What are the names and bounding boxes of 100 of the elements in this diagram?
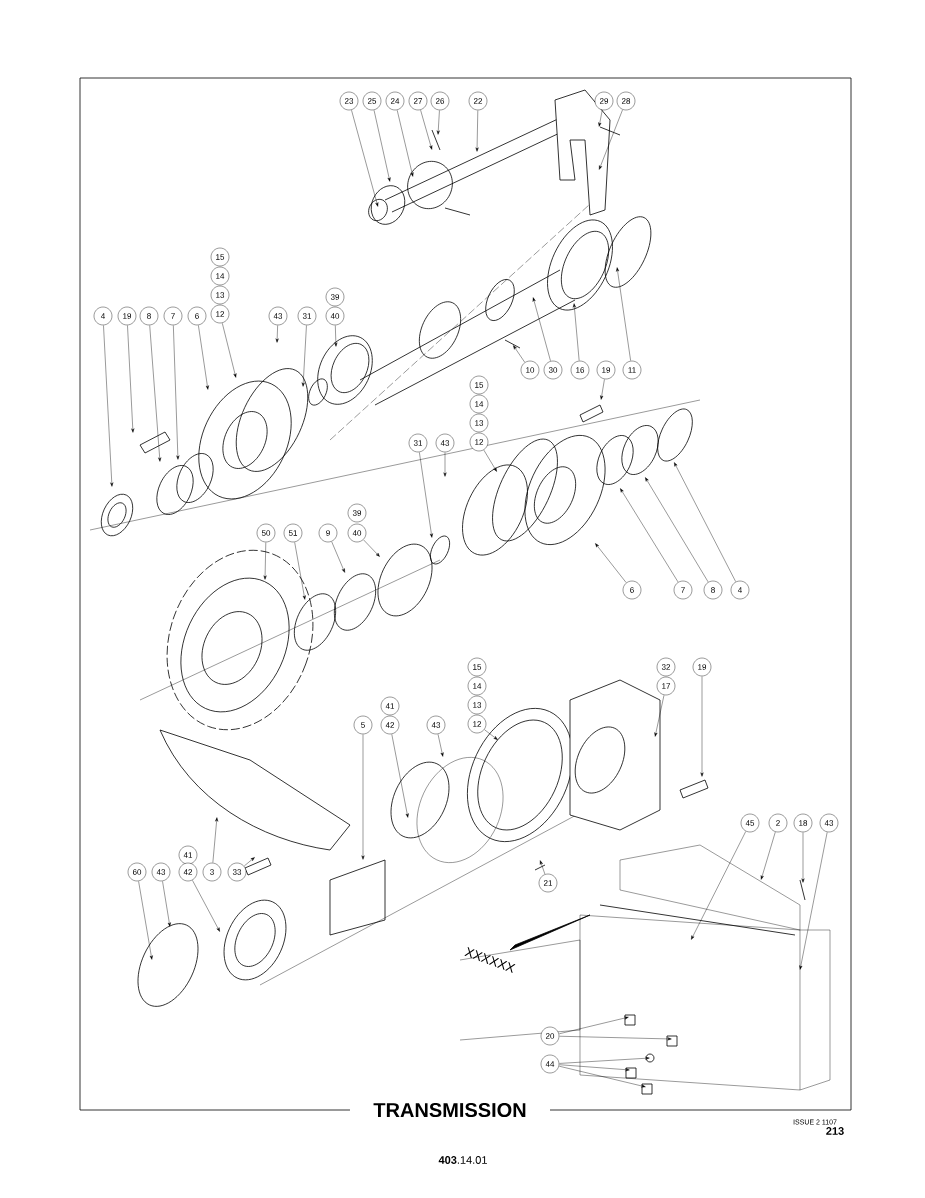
callout-number: 17 (656, 676, 676, 696)
callout-number: 51 (283, 523, 303, 543)
leader-line (275, 325, 279, 343)
leader-line (559, 1016, 629, 1034)
leader-line (127, 325, 135, 433)
callout-number: 6 (622, 580, 642, 600)
leader-line (391, 734, 409, 818)
leader-line (540, 860, 546, 875)
callout-number: 6 (187, 306, 207, 326)
leader-line (373, 110, 391, 182)
leader-line (351, 109, 379, 207)
callout-number: 12 (469, 432, 489, 452)
callout-number: 40 (325, 306, 345, 326)
leader-line (559, 1056, 650, 1064)
callout-number: 41 (380, 696, 400, 716)
callout-number: 42 (178, 862, 198, 882)
leader-line (192, 880, 220, 932)
callout-number: 13 (469, 413, 489, 433)
leader-line (294, 542, 306, 600)
leader-line (484, 729, 498, 740)
leader-line (420, 109, 433, 150)
callout-number: 40 (347, 523, 367, 543)
callout-number: 22 (468, 91, 488, 111)
callout-number: 43 (426, 715, 446, 735)
leader-line (691, 831, 746, 940)
callout-number: 33 (227, 862, 247, 882)
leader-line (103, 325, 114, 487)
leader-line (799, 832, 828, 970)
callout-number: 25 (362, 91, 382, 111)
callout-number: 21 (538, 873, 558, 893)
callout-number: 43 (151, 862, 171, 882)
leader-line (598, 110, 603, 127)
callout-number: 2 (768, 813, 788, 833)
callout-number: 14 (210, 266, 230, 286)
callout-number: 4 (93, 306, 113, 326)
callout-number: 31 (408, 433, 428, 453)
diagram-title: TRANSMISSION (370, 1099, 530, 1121)
leader-line (674, 462, 736, 582)
callout-number: 39 (347, 503, 367, 523)
callout-number: 9 (318, 523, 338, 543)
leader-line (212, 817, 219, 863)
leader-line (138, 881, 153, 960)
callout-number: 43 (819, 813, 839, 833)
leader-line (559, 1036, 672, 1041)
leader-line (801, 832, 805, 883)
callout-number: 13 (210, 285, 230, 305)
callout-number: 8 (139, 306, 159, 326)
callout-number: 43 (435, 433, 455, 453)
callout-number: 26 (430, 91, 450, 111)
leader-line (559, 1064, 630, 1072)
leader-line (363, 539, 380, 557)
leader-line (572, 303, 580, 361)
leader-line (149, 325, 162, 462)
callout-number: 30 (543, 360, 563, 380)
leader-line (263, 542, 267, 580)
leader-line (222, 323, 237, 378)
callout-number: 19 (117, 306, 137, 326)
callout-number: 27 (408, 91, 428, 111)
leader-line (483, 449, 497, 472)
callout-number: 60 (127, 862, 147, 882)
callout-number: 45 (740, 813, 760, 833)
callout-number: 44 (540, 1054, 560, 1074)
callout-number: 20 (540, 1026, 560, 1046)
leader-line (559, 1066, 646, 1088)
callout-number: 10 (520, 360, 540, 380)
leader-line (475, 110, 479, 152)
label-text: 213 (826, 1127, 844, 1135)
leader-line (620, 488, 679, 583)
callout-number: 19 (596, 360, 616, 380)
leader-line (331, 541, 345, 573)
callout-number: 12 (467, 714, 487, 734)
callout-number: 39 (325, 287, 345, 307)
callout-number: 11 (622, 360, 642, 380)
leader-line (162, 881, 171, 927)
leader-line (334, 325, 338, 347)
callout-number: 8 (703, 580, 723, 600)
callout-number: 32 (656, 657, 676, 677)
leader-line (198, 325, 209, 390)
callout-number: 29 (594, 91, 614, 111)
callout-number: 41 (178, 845, 198, 865)
callout-number: 18 (793, 813, 813, 833)
leader-line (654, 695, 665, 737)
leader-line (173, 325, 180, 460)
leader-line (645, 477, 709, 583)
leader-line (361, 734, 365, 860)
callout-number: 4 (730, 580, 750, 600)
callout-number: 15 (210, 247, 230, 267)
callout-number: 28 (616, 91, 636, 111)
callout-number: 19 (692, 657, 712, 677)
callout-number: 16 (570, 360, 590, 380)
leader-line (397, 110, 414, 177)
leader-line (443, 452, 447, 477)
callout-number: 5 (353, 715, 373, 735)
leader-line (436, 110, 440, 135)
leader-line (600, 379, 605, 400)
callout-number: 15 (469, 375, 489, 395)
leader-line (419, 452, 433, 538)
callout-number: 23 (339, 91, 359, 111)
label-text: 403.14.01 (438, 1156, 487, 1164)
leader-line (437, 734, 444, 757)
